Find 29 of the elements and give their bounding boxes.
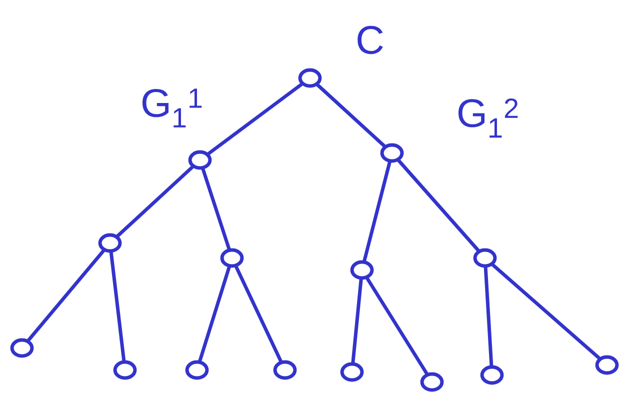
tree-branch [109,250,126,362]
tree-node [350,260,374,280]
tree-branch [26,249,106,342]
tree-branch [397,159,480,252]
tree-node [595,355,619,375]
tree-node [113,360,137,380]
tree-branch [234,265,282,363]
tree-node [480,365,504,385]
tree-branch [316,83,386,148]
tree-branch [351,278,363,364]
node-label: G$_{1}$1 [142,88,202,128]
tree-node [340,362,364,382]
tree-node [10,338,34,358]
tree-node [185,360,209,380]
tree-branch [484,266,494,368]
tree-branch [206,82,304,156]
tree-node [273,360,297,380]
tree-node [420,372,444,392]
tree-branch [116,165,194,238]
tree-node [98,233,122,253]
tree-branch [491,263,601,360]
tree-branch [201,168,231,250]
tree-node [220,248,244,268]
tree-node [473,248,497,268]
node-label: C [358,26,383,54]
node-label: G$_{1}$2 [458,98,518,138]
tree-branch [366,276,428,376]
tree-branch [362,160,392,262]
tree-branch [198,266,231,362]
